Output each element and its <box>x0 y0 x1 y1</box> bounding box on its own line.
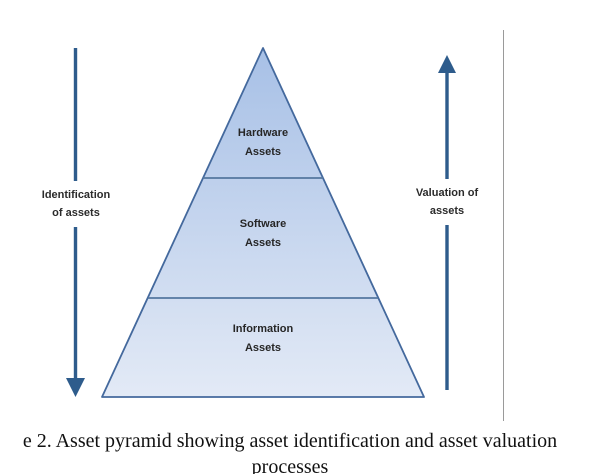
caption-line-2: processes <box>251 456 329 474</box>
hardware-label-line1: Hardware <box>237 127 289 139</box>
valuation-arrow <box>438 55 456 390</box>
pyramid-shape <box>101 47 425 398</box>
up-arrow-icon <box>438 55 456 73</box>
hardware-label-line2: Assets <box>244 146 282 158</box>
identification-arrow-label: Identification of assets <box>24 181 128 227</box>
valuation-arrow-label: Valuation of assets <box>395 179 499 225</box>
valuation-label-line2: assets <box>429 205 465 217</box>
software-label-line1: Software <box>239 218 287 230</box>
pyramid-level-label-information: Information Assets <box>203 320 323 358</box>
pyramid-level-label-hardware: Hardware Assets <box>203 124 323 162</box>
valuation-label-line1: Valuation of <box>415 187 479 199</box>
figure-caption: e 2. Asset pyramid showing asset identif… <box>0 428 580 474</box>
down-arrow-icon <box>66 378 85 397</box>
software-label-line2: Assets <box>244 237 282 249</box>
identification-label-line2: of assets <box>52 207 100 219</box>
pyramid-level-label-software: Software Assets <box>203 215 323 253</box>
identification-label-line1: Identification <box>41 189 111 201</box>
information-label-line1: Information <box>232 323 294 335</box>
caption-line-1: e 2. Asset pyramid showing asset identif… <box>22 430 558 452</box>
information-label-line2: Assets <box>244 342 282 354</box>
